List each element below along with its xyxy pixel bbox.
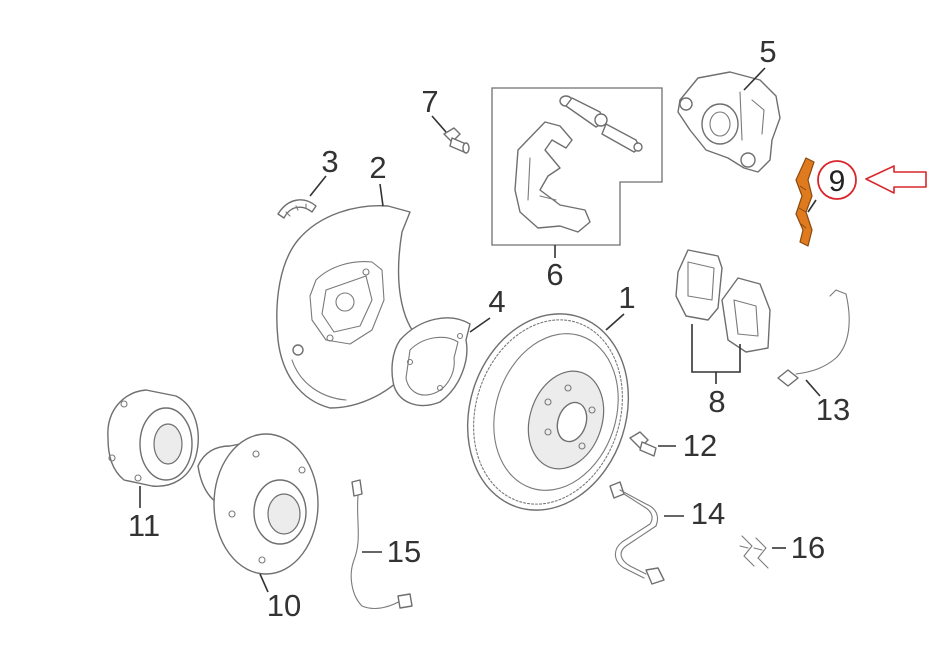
part-16-clips <box>739 535 769 569</box>
part-12-bolt <box>629 431 657 457</box>
callout-15: 15 <box>387 534 421 569</box>
callout-12: 12 <box>683 428 717 463</box>
part-15-abs-sensor <box>350 479 413 609</box>
part-11-wheel-bearing <box>107 389 199 487</box>
part-5-brake-caliper <box>677 71 781 173</box>
callout-10: 10 <box>267 588 301 623</box>
callout-7: 7 <box>421 84 438 119</box>
part-9-anti-rattle-spring <box>795 157 815 247</box>
brake-pad-inner <box>675 249 723 321</box>
callout-11: 11 <box>128 508 160 543</box>
callout-8: 8 <box>708 384 725 419</box>
brake-pad-outer <box>721 277 771 353</box>
callout-4: 4 <box>488 284 505 319</box>
part-7-bolt <box>443 127 470 154</box>
disc-center-bore <box>556 401 588 443</box>
caliper-piston-bore <box>701 103 739 145</box>
backing-plate <box>276 205 421 409</box>
part-2-backing-plate <box>276 205 421 409</box>
callout-14: 14 <box>691 496 725 531</box>
kit-outline-box <box>491 87 663 246</box>
highlight-circle <box>817 160 857 200</box>
part-1-brake-disc <box>466 313 630 511</box>
callout-1: 1 <box>618 280 635 315</box>
part-13-wear-sensor <box>777 289 850 387</box>
callout-3: 3 <box>321 144 338 179</box>
part-10-wheel-hub <box>197 433 319 575</box>
callout-16: 16 <box>791 530 825 565</box>
callout-6: 6 <box>546 257 563 292</box>
part-3-shim <box>277 199 317 219</box>
callout-9: 9 <box>829 165 846 198</box>
part-4-splash-guard <box>391 317 471 407</box>
part-14-brake-hose <box>609 481 665 585</box>
part-8-brake-pads <box>675 249 771 353</box>
callout-2: 2 <box>369 150 386 185</box>
bracket <box>514 121 591 233</box>
spring-clip <box>795 157 815 247</box>
part-6-caliper-bracket-kit <box>491 87 663 246</box>
callout-5: 5 <box>759 34 776 69</box>
callout-13: 13 <box>816 392 850 427</box>
highlight-arrow-icon <box>865 165 927 194</box>
